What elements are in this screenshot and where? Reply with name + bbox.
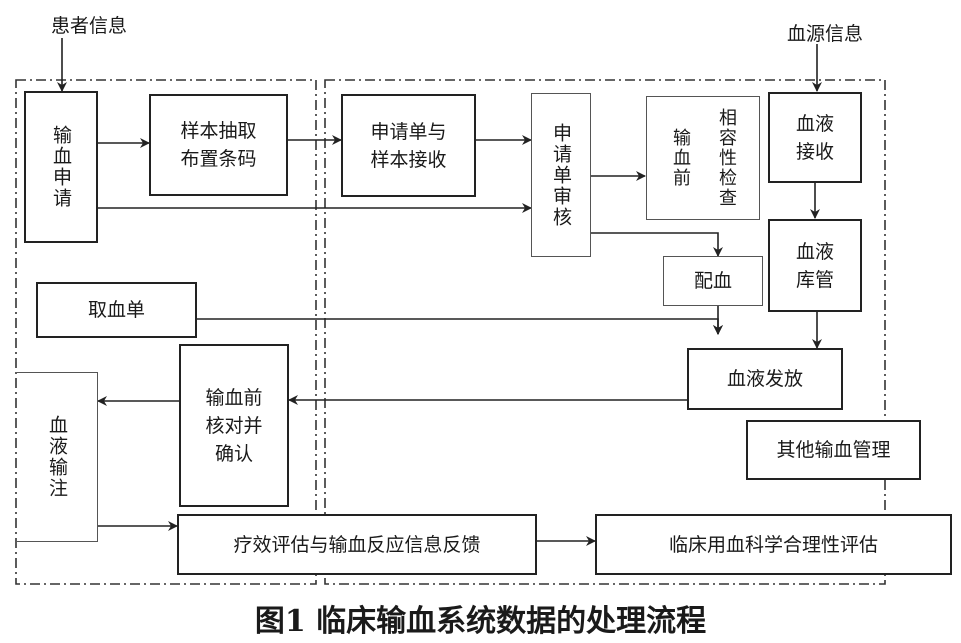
blood-infusion-text: 血液输注 xyxy=(46,415,68,499)
request-review-box: 申请单审核 xyxy=(531,93,591,257)
transfusion-request-text: 输血申请 xyxy=(50,125,72,209)
clinical-region xyxy=(15,79,317,585)
sample-extract-box: 样本抽取 布置条码 xyxy=(149,94,288,196)
arrow-review-to-crossmatch xyxy=(591,232,723,257)
transfusion-request-box: 输血申请 xyxy=(24,91,98,243)
rationality-eval-box: 临床用血科学合理性评估 xyxy=(595,514,952,575)
request-receive-box: 申请单与 样本接收 xyxy=(341,94,476,197)
blood-source-info-label: 血源信息 xyxy=(787,23,864,45)
blood-receive-box: 血液 接收 xyxy=(768,92,862,183)
blood-infusion-box: 血液输注 xyxy=(17,372,98,542)
request-review-text: 申请单审核 xyxy=(550,122,572,228)
blood-pick-slip-box: 取血单 xyxy=(36,282,197,338)
compatibility-test-box: 输血前 相容性检查 xyxy=(646,96,760,220)
blood-storage-box: 血液 库管 xyxy=(768,219,862,312)
figure-caption: 图1 临床输血系统数据的处理流程 xyxy=(254,604,707,639)
pre-transfusion-check-box: 输血前 核对并 确认 xyxy=(179,344,289,507)
efficacy-feedback-box: 疗效评估与输血反应信息反馈 xyxy=(177,514,537,575)
other-management-box: 其他输血管理 xyxy=(746,420,921,480)
blood-dispense-box: 血液发放 xyxy=(687,348,843,410)
patient-info-label: 患者信息 xyxy=(51,15,128,37)
compat-test-col1: 输血前 xyxy=(670,128,691,188)
blood-bank-region xyxy=(324,79,886,585)
arrow-slip-to-dispense xyxy=(197,318,723,335)
cross-match-box: 配血 xyxy=(663,256,763,306)
compat-test-col2: 相容性检查 xyxy=(716,108,737,208)
